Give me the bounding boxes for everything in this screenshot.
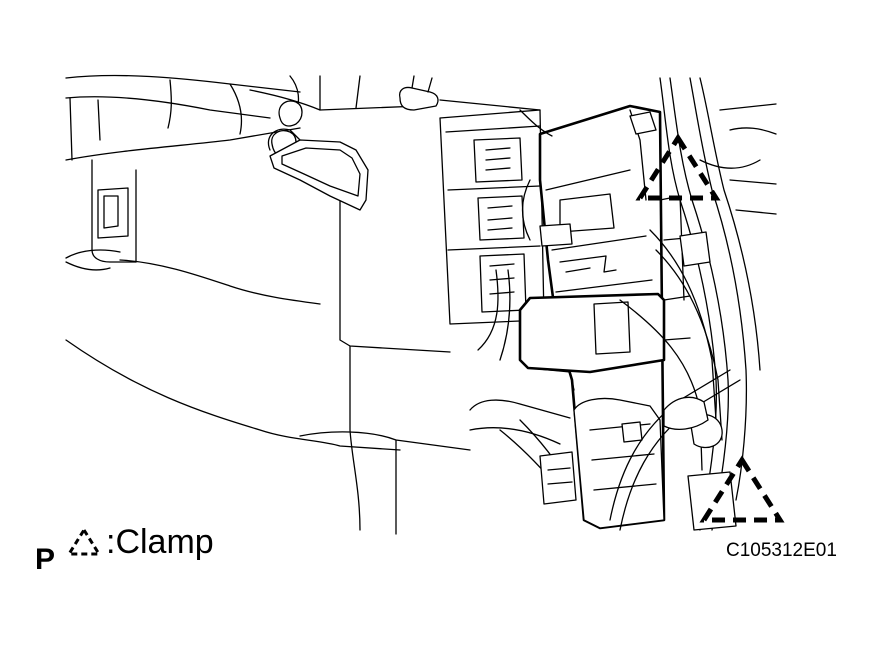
legend: :Clamp — [66, 522, 214, 562]
front-connector — [518, 292, 666, 391]
clamp-callout-upper — [635, 133, 721, 201]
left-clip-bracket — [267, 100, 369, 211]
view-letter: P — [35, 543, 56, 576]
figure-code: C105312E01 — [726, 540, 837, 561]
wire-harness — [469, 77, 777, 531]
top-connector-clip — [398, 75, 439, 111]
legend-label: :Clamp — [106, 522, 214, 561]
relay-block — [439, 109, 545, 325]
dashed-triangle-icon — [66, 527, 102, 556]
junction-box — [538, 104, 691, 530]
clamp-callout-lower — [699, 455, 785, 523]
